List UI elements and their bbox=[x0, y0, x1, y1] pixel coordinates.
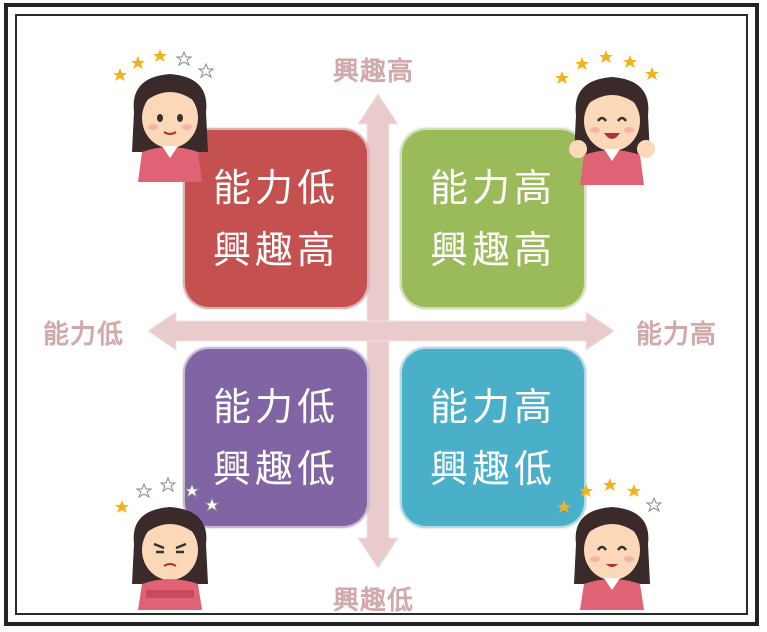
quadrant-ability-label: 能力低 bbox=[212, 384, 339, 429]
quadrant-ability-label: 能力高 bbox=[429, 384, 556, 429]
stars-icon bbox=[555, 50, 659, 84]
stars-icon bbox=[113, 49, 215, 81]
stars-icon bbox=[557, 478, 663, 513]
quadrant-interest-label: 興趣高 bbox=[429, 227, 556, 272]
woman-neutral-smile-icon bbox=[113, 49, 215, 182]
quadrant-interest-label: 興趣高 bbox=[212, 227, 339, 272]
quadrant-interest-label: 興趣低 bbox=[429, 446, 556, 491]
woman-happy-icon bbox=[557, 478, 663, 610]
axis-label-bottom: 興趣低 bbox=[333, 586, 415, 616]
stars-icon bbox=[115, 476, 221, 513]
quadrant-high-ability-low-interest: 能力高 興趣低 bbox=[400, 347, 586, 528]
axis-label-top: 興趣高 bbox=[333, 57, 415, 87]
horizontal-axis-arrow bbox=[147, 311, 615, 351]
woman-frustrated-icon bbox=[115, 476, 221, 610]
woman-excited-icon bbox=[555, 50, 659, 185]
quadrant-high-ability-high-interest: 能力高 興趣高 bbox=[400, 128, 586, 309]
quadrant-low-ability-low-interest: 能力低 興趣低 bbox=[183, 347, 369, 528]
quadrant-low-ability-high-interest: 能力低 興趣高 bbox=[183, 128, 369, 309]
quadrant-ability-label: 能力低 bbox=[212, 165, 339, 210]
quadrant-interest-label: 興趣低 bbox=[212, 446, 339, 491]
axis-label-left: 能力低 bbox=[43, 320, 125, 350]
axis-label-right: 能力高 bbox=[636, 320, 718, 350]
quadrant-ability-label: 能力高 bbox=[429, 165, 556, 210]
